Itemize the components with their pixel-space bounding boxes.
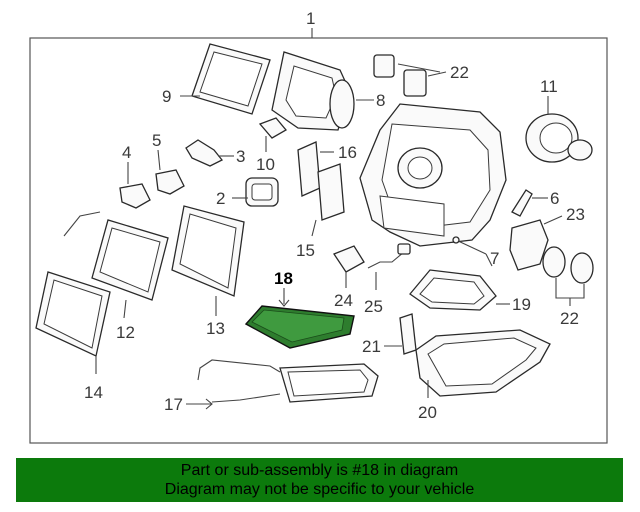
callout-19[interactable]: 19: [512, 295, 531, 314]
part-13[interactable]: [171, 205, 245, 316]
callout-1[interactable]: 1: [306, 9, 315, 28]
part-15[interactable]: [311, 163, 345, 237]
part-5[interactable]: [155, 149, 185, 195]
part-21[interactable]: [384, 313, 417, 355]
part-24[interactable]: [333, 245, 365, 288]
assembly-frame: [29, 37, 608, 444]
part-20[interactable]: [415, 329, 551, 398]
callout-18[interactable]: 18: [274, 269, 293, 288]
callout-8[interactable]: 8: [376, 91, 385, 110]
callout-24[interactable]: 24: [334, 291, 353, 310]
part-19[interactable]: [409, 269, 510, 311]
callout-10[interactable]: 10: [256, 155, 275, 174]
callout-5[interactable]: 5: [152, 131, 161, 150]
callout-9[interactable]: 9: [162, 87, 171, 106]
callout-15[interactable]: 15: [296, 241, 315, 260]
callout-23[interactable]: 23: [566, 205, 585, 224]
banner-line-2: Diagram may not be specific to your vehi…: [164, 481, 475, 498]
part-23[interactable]: [509, 215, 563, 271]
part-6[interactable]: [511, 189, 548, 217]
part-3[interactable]: [185, 139, 234, 167]
callout-21[interactable]: 21: [362, 337, 381, 356]
part-2[interactable]: [232, 177, 279, 207]
part-25[interactable]: [367, 243, 411, 290]
callout-22-top[interactable]: 22: [450, 63, 469, 82]
callout-14[interactable]: 14: [84, 383, 103, 402]
part-14[interactable]: [35, 271, 111, 374]
callout-3[interactable]: 3: [236, 147, 245, 166]
part-17[interactable]: [186, 359, 379, 410]
callout-12[interactable]: 12: [116, 323, 135, 342]
banner-line-1: Part or sub-assembly is #18 in diagram: [180, 462, 459, 479]
callout-2[interactable]: 2: [216, 189, 225, 208]
callout-7[interactable]: 7: [490, 249, 499, 268]
part-9[interactable]: [180, 43, 271, 115]
callout-4[interactable]: 4: [122, 143, 131, 162]
hvac-case[interactable]: [359, 103, 507, 247]
part-18-highlighted[interactable]: [244, 288, 355, 349]
callout-20[interactable]: 20: [418, 403, 437, 422]
info-banner: Part or sub-assembly is #18 in diagram D…: [16, 458, 623, 502]
callout-25[interactable]: 25: [364, 297, 383, 316]
part-12[interactable]: [63, 211, 169, 319]
callout-11[interactable]: 11: [540, 77, 558, 96]
callout-13[interactable]: 13: [206, 319, 225, 338]
part-8[interactable]: [271, 51, 374, 131]
callout-22-right[interactable]: 22: [560, 309, 579, 328]
part-4[interactable]: [119, 162, 151, 209]
part-7[interactable]: [452, 236, 493, 267]
part-22-top[interactable]: [373, 54, 447, 97]
callout-6[interactable]: 6: [550, 189, 559, 208]
callout-17[interactable]: 17: [164, 395, 183, 414]
parts-diagram: 1 9 8 22 11 6: [29, 9, 608, 444]
part-11[interactable]: [525, 96, 593, 163]
part-22-right[interactable]: [542, 246, 594, 306]
callout-16[interactable]: 16: [338, 143, 357, 162]
part-10[interactable]: [258, 117, 287, 152]
